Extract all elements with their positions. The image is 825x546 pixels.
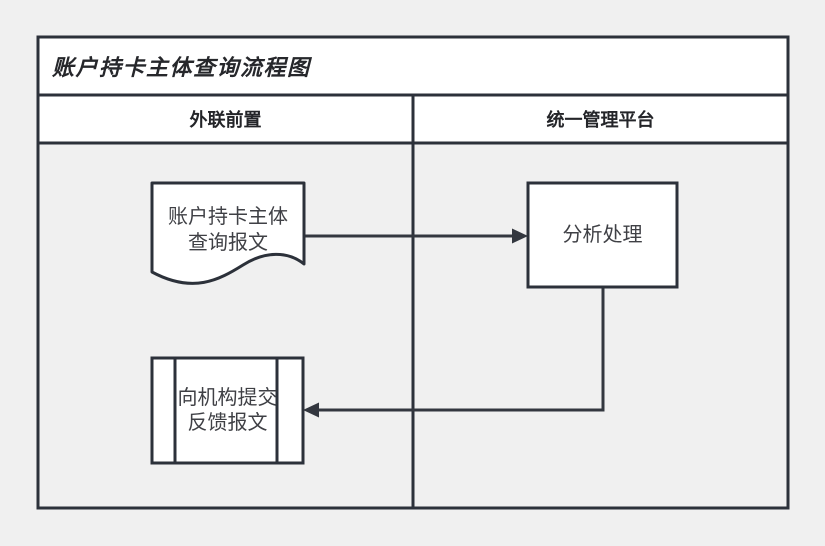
lane-header-band-right: [413, 95, 788, 143]
process-box: [526, 181, 679, 289]
connector-process-to-predefined: [318, 288, 605, 412]
arrowhead-left-icon: [303, 402, 319, 418]
lane-header-band-left: [38, 95, 413, 143]
process-node-label: 分析处理: [562, 224, 643, 246]
lane-header-platform: 统一管理平台: [546, 110, 655, 130]
title-band: [38, 37, 788, 95]
arrowhead-right-icon: [512, 228, 528, 244]
lane-header-frontend: 外联前置: [189, 110, 262, 130]
predefined-node-label: 向机构提交 反馈报文: [177, 386, 278, 434]
document-shape: [150, 181, 306, 285]
diagram-title: 账户持卡主体查询流程图: [52, 55, 311, 80]
document-node-label: 账户持卡主体 查询报文: [168, 206, 288, 254]
